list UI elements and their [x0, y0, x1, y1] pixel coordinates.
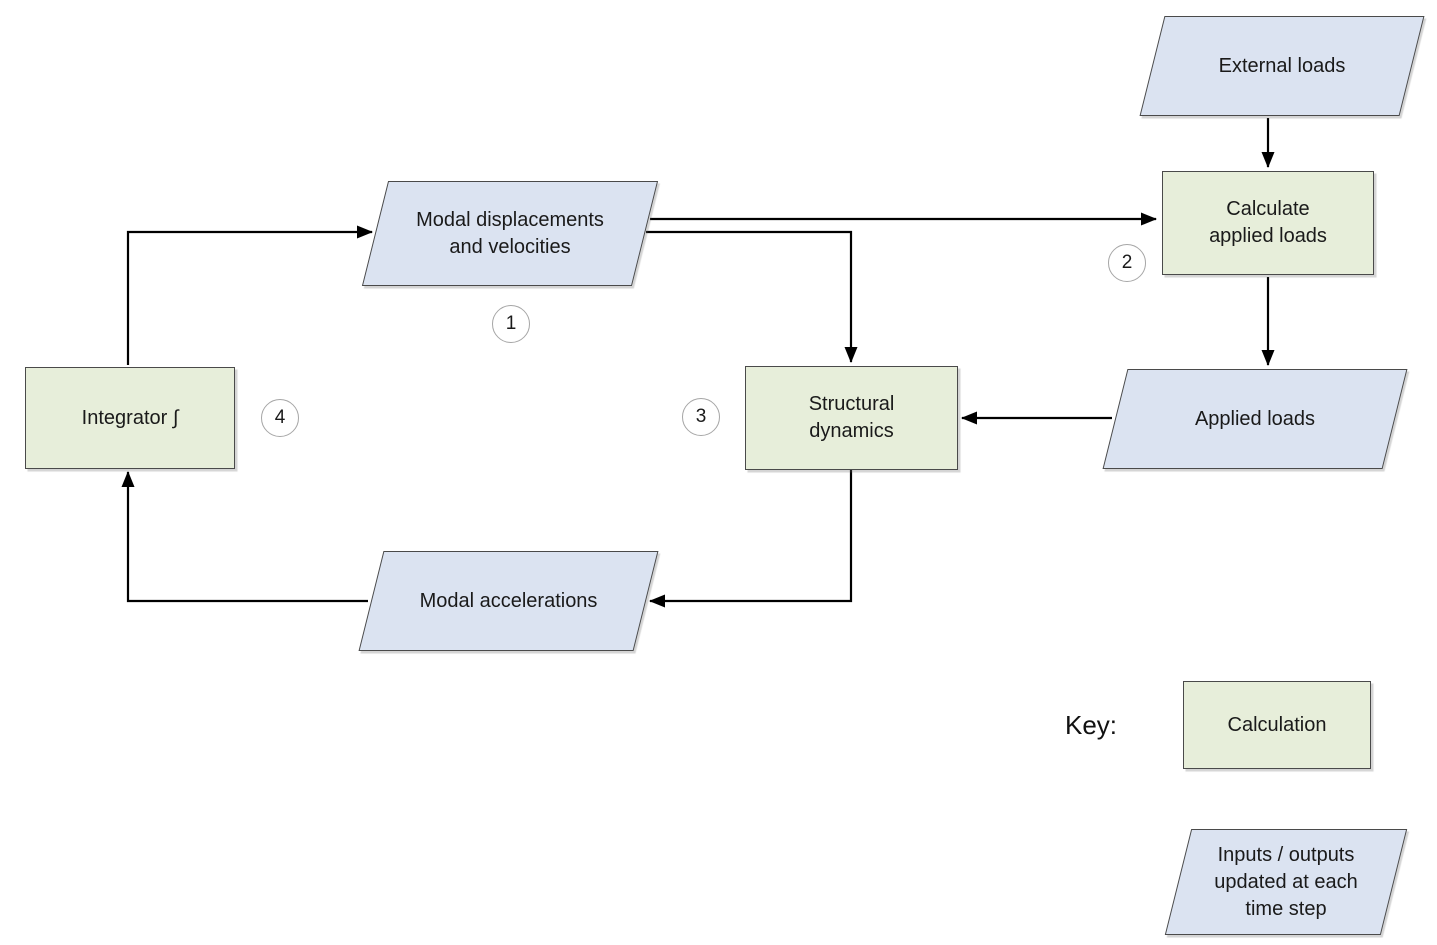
- arrow-structural-to-modal-accelerations: [649, 470, 853, 608]
- node-label: Calculate applied loads: [1209, 198, 1327, 247]
- key-inputs-outputs-label: Inputs / outputs updated at each time st…: [1214, 843, 1358, 920]
- node-modal-displacements: Modal displacements and velocities: [361, 181, 659, 286]
- arrow-modal-accelerations-to-integrator: [121, 471, 368, 603]
- rectangle-shape: [1183, 681, 1371, 769]
- step-badge-4: 4: [261, 399, 299, 437]
- rectangle-shape: [25, 367, 235, 469]
- key-calculation-item: Calculation: [1183, 681, 1371, 769]
- node-applied-loads: Applied loads: [1102, 369, 1408, 469]
- rectangle-shape: [745, 366, 958, 470]
- node-label: Structural dynamics: [808, 393, 895, 442]
- node-label: Modal accelerations: [419, 589, 598, 612]
- arrow-integrator-to-modal-displacements: [126, 225, 373, 365]
- step-badge-3: 3: [682, 398, 720, 436]
- node-integrator: Integrator ∫: [25, 367, 235, 469]
- node-modal-accelerations: Modal accelerations: [358, 551, 659, 651]
- step-badge-1: 1: [492, 305, 530, 343]
- rectangle-shape: [1162, 171, 1374, 275]
- node-calculate-applied-loads: Calculate applied loads: [1162, 171, 1374, 275]
- step-badge-2: 2: [1108, 244, 1146, 282]
- key-title: Key:: [1065, 710, 1118, 740]
- key-inputs-outputs-item: Inputs / outputs updated at each time st…: [1164, 829, 1408, 935]
- node-label: Modal displacements and velocities: [416, 208, 604, 258]
- arrow-modal-displacements-to-structural: [646, 230, 858, 363]
- node-label: Applied loads: [1194, 407, 1316, 430]
- node-label: External loads: [1218, 54, 1346, 77]
- node-structural-dynamics: Structural dynamics: [745, 366, 958, 470]
- node-external-loads: External loads: [1139, 16, 1425, 116]
- node-label: Integrator ∫: [81, 406, 179, 429]
- key-calculation-label: Calculation: [1227, 713, 1327, 736]
